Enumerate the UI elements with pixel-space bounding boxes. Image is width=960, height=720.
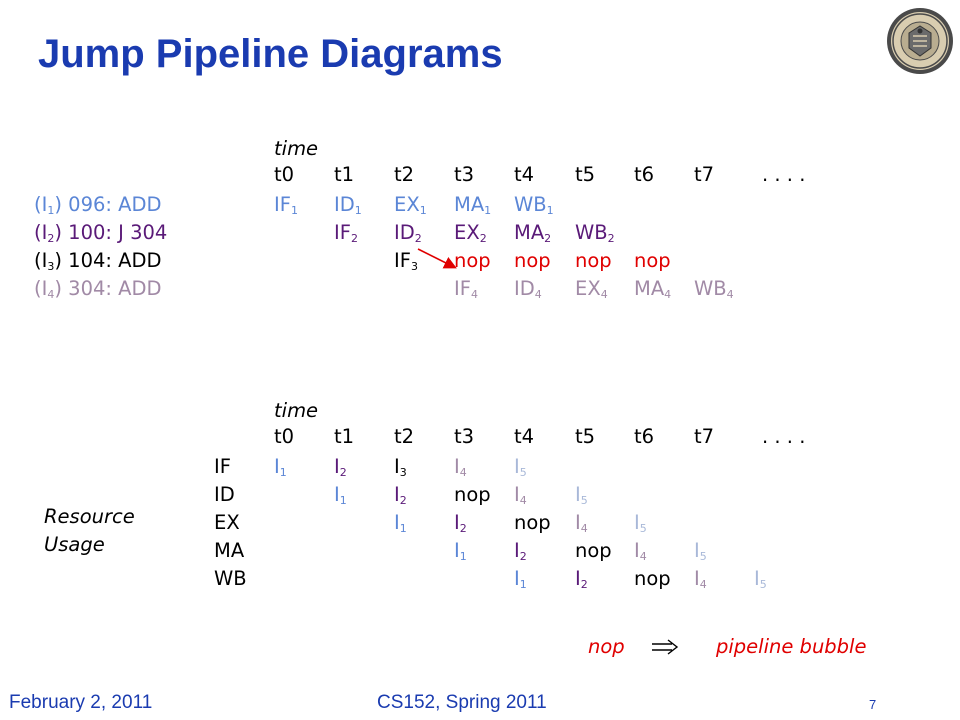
resource-cell: I5 bbox=[694, 539, 707, 563]
instruction-label: (I3) 104: ADD bbox=[34, 249, 162, 273]
resource-cell: I5 bbox=[634, 511, 647, 535]
pipeline-stage: ID2 bbox=[394, 221, 422, 245]
resource-row-label: EX bbox=[214, 511, 240, 534]
instruction-label: (I2) 100: J 304 bbox=[34, 221, 168, 245]
time-label: time bbox=[274, 137, 319, 160]
pipeline-stage: nop bbox=[454, 249, 491, 272]
resource-cell: I4 bbox=[454, 455, 467, 479]
resource-cell: I4 bbox=[514, 483, 527, 507]
implies-arrow-icon bbox=[652, 639, 679, 655]
red-arrow-icon bbox=[417, 248, 457, 269]
time-tick-5: t5 bbox=[575, 425, 596, 448]
resource-cell: I1 bbox=[454, 539, 467, 563]
resource-cell: nop bbox=[514, 511, 551, 534]
pipeline-stage: IF2 bbox=[334, 221, 358, 245]
time-tick-6: t6 bbox=[634, 425, 655, 448]
time-tick-4: t4 bbox=[514, 163, 535, 186]
resource-cell: I1 bbox=[334, 483, 347, 507]
resource-row-label: MA bbox=[214, 539, 245, 562]
pipeline-stage: MA2 bbox=[514, 221, 552, 245]
time-tick-4: t4 bbox=[514, 425, 535, 448]
resource-cell: I2 bbox=[454, 511, 467, 535]
legend-nop: nop bbox=[588, 635, 625, 658]
pipeline-stage: WB1 bbox=[514, 193, 554, 217]
resource-cell: I4 bbox=[694, 567, 707, 591]
pipeline-stage: ID4 bbox=[514, 277, 542, 301]
resource-cell: I1 bbox=[274, 455, 287, 479]
resource-cell: nop bbox=[634, 567, 671, 590]
time-tick-3: t3 bbox=[454, 163, 475, 186]
time-tick-7: t7 bbox=[694, 163, 715, 186]
pipeline-stage: IF1 bbox=[274, 193, 298, 217]
time-tick-1: t1 bbox=[334, 425, 355, 448]
time-tick-8: . . . . bbox=[762, 425, 806, 448]
time-label-2: time bbox=[274, 399, 319, 422]
pipeline-stage: EX2 bbox=[454, 221, 487, 245]
resource-cell: I2 bbox=[575, 567, 588, 591]
time-tick-8: . . . . bbox=[762, 163, 806, 186]
resource-cell: I2 bbox=[394, 483, 407, 507]
time-tick-7: t7 bbox=[694, 425, 715, 448]
page-number: 7 bbox=[869, 697, 877, 712]
instruction-label: (I1) 096: ADD bbox=[34, 193, 162, 217]
resource-row-label: IF bbox=[214, 455, 231, 478]
resource-label-line2: Usage bbox=[44, 533, 105, 556]
pipeline-stage: IF4 bbox=[454, 277, 478, 301]
resource-cell: I1 bbox=[394, 511, 407, 535]
pipeline-stage: WB4 bbox=[694, 277, 734, 301]
pipeline-stage: MA4 bbox=[634, 277, 672, 301]
footer-course: CS152, Spring 2011 bbox=[377, 692, 547, 713]
time-tick-2: t2 bbox=[394, 163, 415, 186]
instruction-label: (I4) 304: ADD bbox=[34, 277, 162, 301]
pipeline-stage: nop bbox=[575, 249, 612, 272]
resource-cell: I5 bbox=[754, 567, 767, 591]
time-tick-0: t0 bbox=[274, 425, 295, 448]
resource-cell: I5 bbox=[514, 455, 527, 479]
resource-cell: I1 bbox=[514, 567, 527, 591]
pipeline-stage: WB2 bbox=[575, 221, 615, 245]
resource-cell: I5 bbox=[575, 483, 588, 507]
resource-label-line1: Resource bbox=[44, 505, 135, 528]
resource-cell: nop bbox=[454, 483, 491, 506]
time-tick-5: t5 bbox=[575, 163, 596, 186]
time-tick-2: t2 bbox=[394, 425, 415, 448]
slide-title: Jump Pipeline Diagrams bbox=[38, 32, 503, 76]
resource-row-label: WB bbox=[214, 567, 247, 590]
time-tick-0: t0 bbox=[274, 163, 295, 186]
pipeline-stage: nop bbox=[514, 249, 551, 272]
legend-meaning: pipeline bubble bbox=[716, 635, 867, 658]
pipeline-stage: ID1 bbox=[334, 193, 362, 217]
pipeline-stage: EX1 bbox=[394, 193, 427, 217]
pipeline-stage: EX4 bbox=[575, 277, 608, 301]
resource-row-label: ID bbox=[214, 483, 235, 506]
resource-cell: nop bbox=[575, 539, 612, 562]
resource-cell: I4 bbox=[634, 539, 647, 563]
resource-cell: I4 bbox=[575, 511, 588, 535]
time-tick-6: t6 bbox=[634, 163, 655, 186]
time-tick-3: t3 bbox=[454, 425, 475, 448]
resource-cell: I2 bbox=[334, 455, 347, 479]
time-tick-1: t1 bbox=[334, 163, 355, 186]
resource-cell: I3 bbox=[394, 455, 407, 479]
pipeline-stage: MA1 bbox=[454, 193, 492, 217]
resource-cell: I2 bbox=[514, 539, 527, 563]
footer-date: February 2, 2011 bbox=[9, 692, 153, 713]
pipeline-stage: nop bbox=[634, 249, 671, 272]
pipeline-stage: IF3 bbox=[394, 249, 418, 273]
university-seal-icon bbox=[887, 8, 953, 74]
resource-usage-label: Resource Usage bbox=[44, 503, 135, 559]
